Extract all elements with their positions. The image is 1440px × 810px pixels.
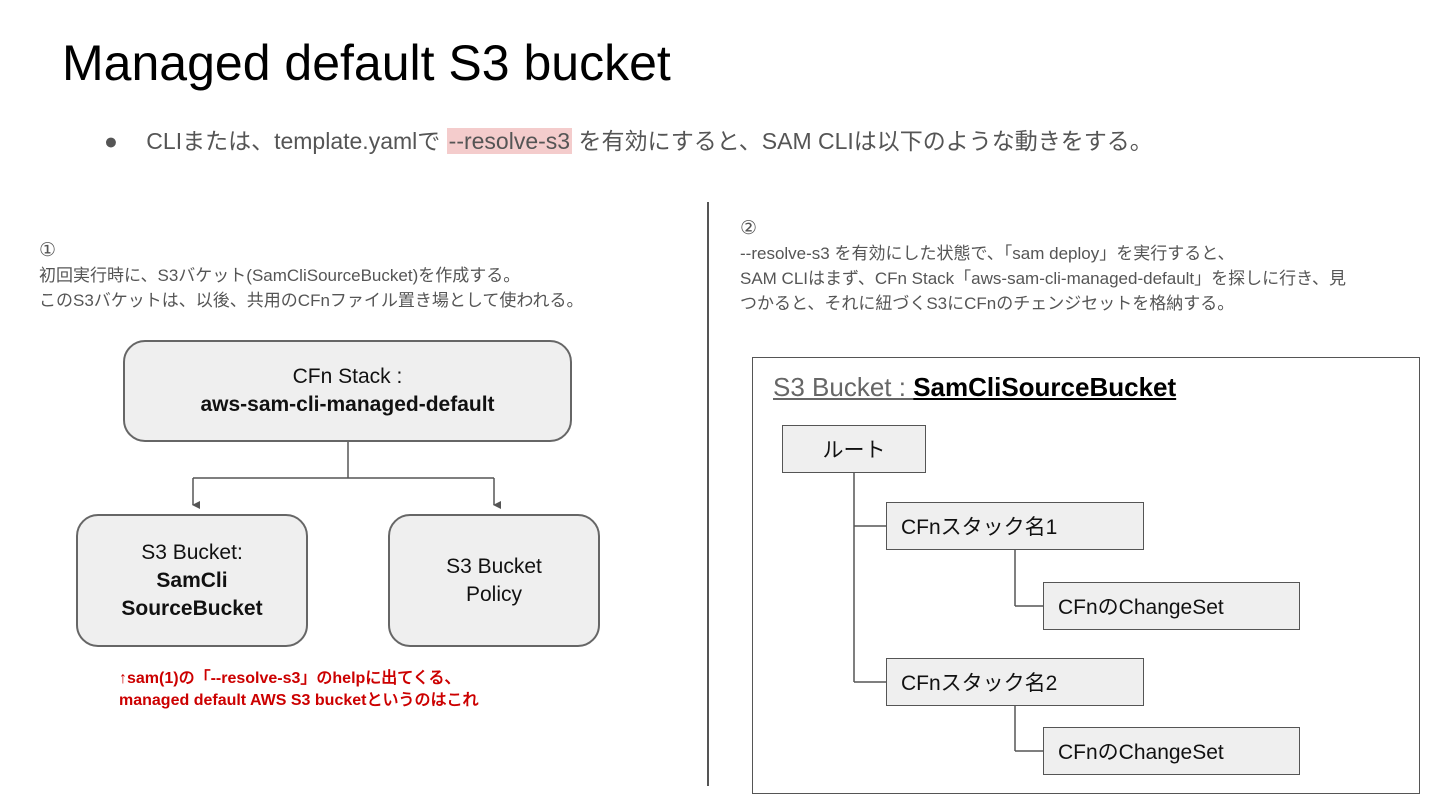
cfn-stack-name: aws-sam-cli-managed-default: [200, 393, 495, 416]
tree-root: ルート: [782, 425, 926, 473]
red-annotation-line-2: managed default AWS S3 bucketというのはこれ: [119, 692, 479, 709]
policy-line-2: Policy: [465, 582, 523, 606]
slide-title: Managed default S3 bucket: [62, 35, 671, 91]
bucket-panel: [752, 357, 1420, 794]
tree-changeset-2: CFnのChangeSet: [1043, 727, 1300, 775]
tree-stack-2: CFnスタック名2: [886, 658, 1144, 706]
right-description: ② --resolve-s3 を有効にした状態で、「sam deploy」を実行…: [740, 216, 1346, 316]
left-line-1: 初回実行時に、S3バケット(SamCliSourceBucket)を作成する。: [39, 266, 521, 285]
bucket-panel-name: SamCliSourceBucket: [913, 372, 1177, 402]
step-number-1: ①: [39, 240, 57, 261]
resolve-s3-highlight: --resolve-s3: [446, 128, 573, 154]
bucket-panel-label: S3 Bucket :: [773, 372, 914, 402]
s3-bucket-node: S3 Bucket: SamCli SourceBucket: [76, 514, 308, 647]
stack-to-children-connector: [192, 442, 501, 509]
s3-bucket-name-2: SourceBucket: [121, 596, 263, 620]
bullet-text-before: CLIまたは、template.yamlで: [146, 128, 441, 154]
tree-stack-1: CFnスタック名1: [886, 502, 1144, 550]
cfn-stack-label: CFn Stack :: [292, 365, 403, 388]
s3-bucket-policy-node: S3 Bucket Policy: [388, 514, 600, 647]
s3-bucket-label: S3 Bucket:: [141, 540, 243, 564]
left-line-2: このS3バケットは、以後、共用のCFnファイル置き場として使われる。: [39, 291, 584, 310]
step-number-2: ②: [740, 218, 758, 239]
bullet-text-after: を有効にすると、SAM CLIは以下のような動きをする。: [578, 128, 1153, 154]
right-line-1: --resolve-s3 を有効にした状態で、「sam deploy」を実行する…: [740, 244, 1235, 263]
policy-line-1: S3 Bucket: [446, 554, 542, 578]
bullet-item: ● CLIまたは、template.yamlで --resolve-s3 を有効…: [104, 122, 1153, 156]
cfn-stack-node: CFn Stack : aws-sam-cli-managed-default: [123, 340, 572, 442]
left-description: ① 初回実行時に、S3バケット(SamCliSourceBucket)を作成する…: [39, 238, 584, 313]
red-annotation-line-1: ↑sam(1)の「--resolve-s3」のhelpに出てくる、: [119, 670, 461, 687]
right-line-2: SAM CLIはまず、CFn Stack「aws-sam-cli-managed…: [740, 269, 1346, 288]
column-divider: [707, 202, 709, 786]
bucket-panel-title: S3 Bucket : SamCliSourceBucket: [773, 372, 1176, 403]
bullet-marker: ●: [104, 128, 118, 154]
right-line-3: つかると、それに紐づくS3にCFnのチェンジセットを格納する。: [740, 294, 1235, 313]
tree-changeset-1: CFnのChangeSet: [1043, 582, 1300, 630]
s3-bucket-name-1: SamCli: [156, 568, 228, 592]
red-annotation: ↑sam(1)の「--resolve-s3」のhelpに出てくる、 manage…: [119, 668, 478, 712]
